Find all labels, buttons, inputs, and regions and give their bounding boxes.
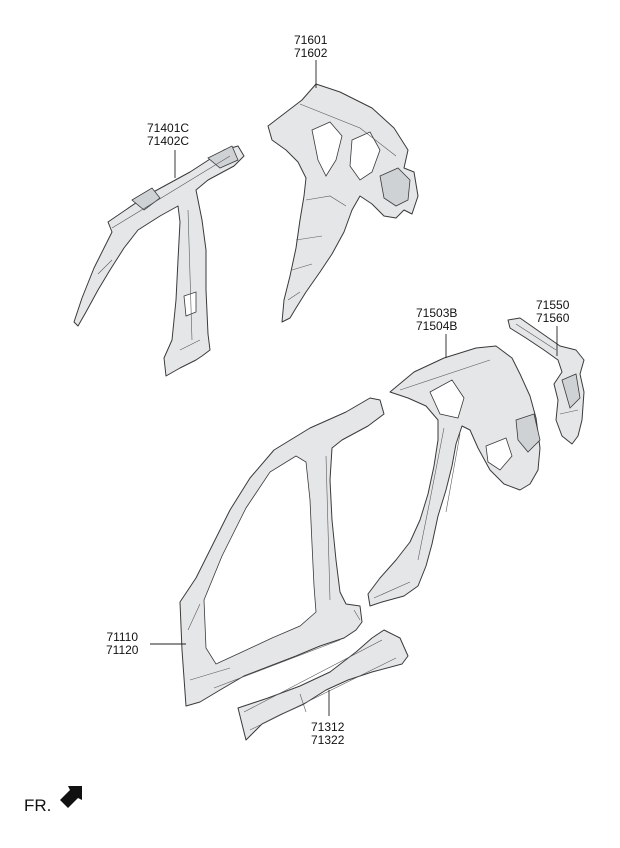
callout-71401c-71402c: 71401C 71402C — [147, 122, 189, 148]
callout-71550-71560: 71550 71560 — [536, 299, 569, 325]
part-number: 71120 — [106, 643, 139, 657]
part-71401c-center-pillar[interactable] — [73, 145, 245, 377]
part-number: 71401C — [147, 121, 190, 135]
part-number: 71503B — [416, 306, 458, 320]
callout-71110-71120: 71110 71120 — [106, 631, 138, 657]
callout-71312-71322: 71312 71322 — [311, 721, 344, 747]
part-number: 71601 — [294, 33, 328, 47]
front-arrow-icon — [60, 786, 82, 808]
part-number: 71550 — [536, 298, 570, 312]
leader-lines — [150, 60, 558, 716]
callout-71503b-71504b: 71503B 71504B — [416, 307, 457, 333]
part-number: 71602 — [294, 46, 328, 60]
callout-71601-71602: 71601 71602 — [294, 34, 327, 60]
part-number: 71402C — [147, 134, 190, 148]
part-number: 71322 — [311, 733, 345, 747]
part-number: 71504B — [416, 319, 458, 333]
part-number: 71312 — [311, 720, 345, 734]
front-direction-label: FR. — [24, 796, 52, 815]
part-71503b-quarter-inner[interactable] — [367, 345, 541, 607]
part-number: 71110 — [106, 630, 139, 644]
part-71312-side-sill[interactable] — [237, 629, 409, 741]
part-71110-side-outer[interactable] — [179, 397, 385, 707]
part-number: 71560 — [536, 311, 570, 325]
part-71550-rear-extension[interactable] — [507, 317, 585, 445]
part-71601-quarter-panel[interactable] — [267, 83, 419, 323]
